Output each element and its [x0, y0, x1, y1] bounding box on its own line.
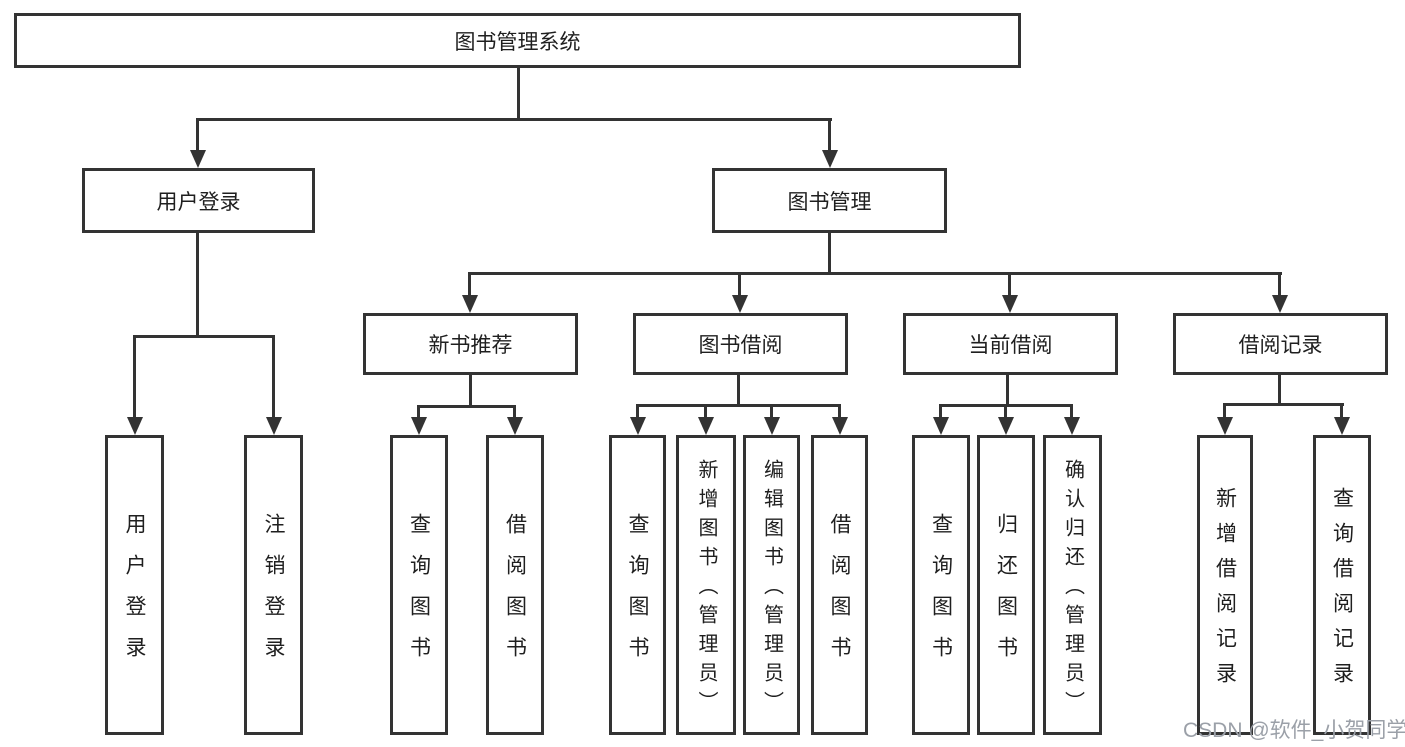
node-label: 图书管理系统 — [454, 30, 581, 54]
connector-drop — [636, 406, 639, 419]
leaf-query-books-current: 查询图书 — [912, 435, 970, 735]
node-book-management-system: 图书管理系统 — [14, 13, 1021, 68]
connector-drop — [770, 406, 773, 419]
connector-drop — [704, 406, 707, 419]
node-label: 新增图书（管理员） — [695, 459, 717, 720]
node-label: 借阅图书 — [503, 513, 527, 677]
arrowhead-down-icon — [1217, 417, 1233, 435]
leaf-logout: 注销登录 — [244, 435, 303, 735]
arrowhead-down-icon — [190, 150, 206, 168]
arrowhead-down-icon — [998, 417, 1014, 435]
connector-bus — [133, 335, 275, 338]
node-label: 当前借阅 — [968, 334, 1053, 357]
connector-drop — [939, 406, 942, 419]
arrowhead-down-icon — [1002, 295, 1018, 313]
node-label: 借阅图书 — [828, 513, 851, 677]
arrowhead-down-icon — [1334, 417, 1350, 435]
connector-drop — [828, 120, 831, 152]
leaf-edit-books-admin: 编辑图书（管理员） — [743, 435, 800, 735]
leaf-confirm-return-admin: 确认归还（管理员） — [1043, 435, 1102, 735]
node-label: 归还图书 — [994, 513, 1018, 677]
arrowhead-down-icon — [507, 417, 523, 435]
csdn-watermark: CSDN @软件_小贺同学 — [1183, 719, 1405, 742]
arrowhead-down-icon — [1064, 417, 1080, 435]
connector-drop — [513, 407, 516, 419]
node-borrow-records: 借阅记录 — [1173, 313, 1388, 375]
connector-drop — [1340, 405, 1343, 419]
node-label: 用户登录 — [156, 190, 241, 214]
connector-drop — [133, 337, 136, 417]
node-label: 确认归还（管理员） — [1061, 459, 1084, 720]
connector-stem — [1278, 375, 1281, 406]
leaf-add-books-admin: 新增图书（管理员） — [676, 435, 736, 735]
leaf-add-borrow-record: 新增借阅记录 — [1197, 435, 1253, 735]
node-label: 查询图书 — [626, 513, 649, 677]
connector-bus — [468, 272, 1282, 275]
arrowhead-down-icon — [822, 150, 838, 168]
connector-drop — [468, 274, 471, 297]
connector-root-bus — [196, 118, 832, 121]
connector-drop — [1004, 406, 1007, 419]
connector-drop — [272, 337, 275, 417]
connector-drop — [1070, 406, 1073, 419]
connector-drop — [738, 274, 741, 297]
node-label: 查询图书 — [407, 513, 431, 677]
connector-root-stem — [517, 68, 520, 120]
arrowhead-down-icon — [764, 417, 780, 435]
arrowhead-down-icon — [266, 417, 282, 435]
arrowhead-down-icon — [127, 417, 143, 435]
connector-drop — [1223, 405, 1226, 419]
node-label: 用户登录 — [123, 513, 146, 677]
arrowhead-down-icon — [1272, 295, 1288, 313]
node-user-login: 用户登录 — [82, 168, 315, 233]
node-label: 新增借阅记录 — [1213, 487, 1237, 697]
connector-stem — [737, 375, 740, 407]
leaf-query-books-recommend: 查询图书 — [390, 435, 448, 735]
leaf-user-login: 用户登录 — [105, 435, 164, 735]
arrowhead-down-icon — [630, 417, 646, 435]
node-label: 图书借阅 — [698, 334, 783, 357]
connector-bus — [939, 404, 1073, 407]
connector-drop — [196, 120, 199, 152]
leaf-borrow-books-recommend: 借阅图书 — [486, 435, 544, 735]
node-label: 编辑图书（管理员） — [760, 459, 783, 720]
connector-stem — [469, 375, 472, 408]
arrowhead-down-icon — [732, 295, 748, 313]
node-book-management: 图书管理 — [712, 168, 947, 233]
arrowhead-down-icon — [698, 417, 714, 435]
node-label: 注销登录 — [262, 513, 285, 677]
connector-bus — [1223, 403, 1344, 406]
node-current-borrowing: 当前借阅 — [903, 313, 1118, 375]
connector-stem — [828, 233, 831, 275]
node-label: 借阅记录 — [1238, 334, 1323, 357]
connector-stem — [1006, 375, 1009, 407]
node-label: 新书推荐 — [428, 334, 513, 357]
node-label: 查询图书 — [929, 513, 953, 677]
connector-stem — [196, 233, 199, 338]
arrowhead-down-icon — [832, 417, 848, 435]
connector-bus — [636, 404, 841, 407]
arrowhead-down-icon — [462, 295, 478, 313]
arrowhead-down-icon — [411, 417, 427, 435]
node-label: 查询借阅记录 — [1330, 487, 1354, 697]
leaf-borrow-books: 借阅图书 — [811, 435, 868, 735]
connector-drop — [1278, 274, 1281, 297]
connector-bus — [417, 405, 516, 408]
connector-drop — [1008, 274, 1011, 297]
arrowhead-down-icon — [933, 417, 949, 435]
node-label: 图书管理 — [787, 190, 872, 214]
leaf-query-books-borrowing: 查询图书 — [609, 435, 666, 735]
connector-drop — [838, 406, 841, 419]
node-new-book-recommend: 新书推荐 — [363, 313, 578, 375]
leaf-return-books: 归还图书 — [977, 435, 1035, 735]
connector-drop — [417, 407, 420, 419]
leaf-query-borrow-record: 查询借阅记录 — [1313, 435, 1371, 735]
node-book-borrowing: 图书借阅 — [633, 313, 848, 375]
